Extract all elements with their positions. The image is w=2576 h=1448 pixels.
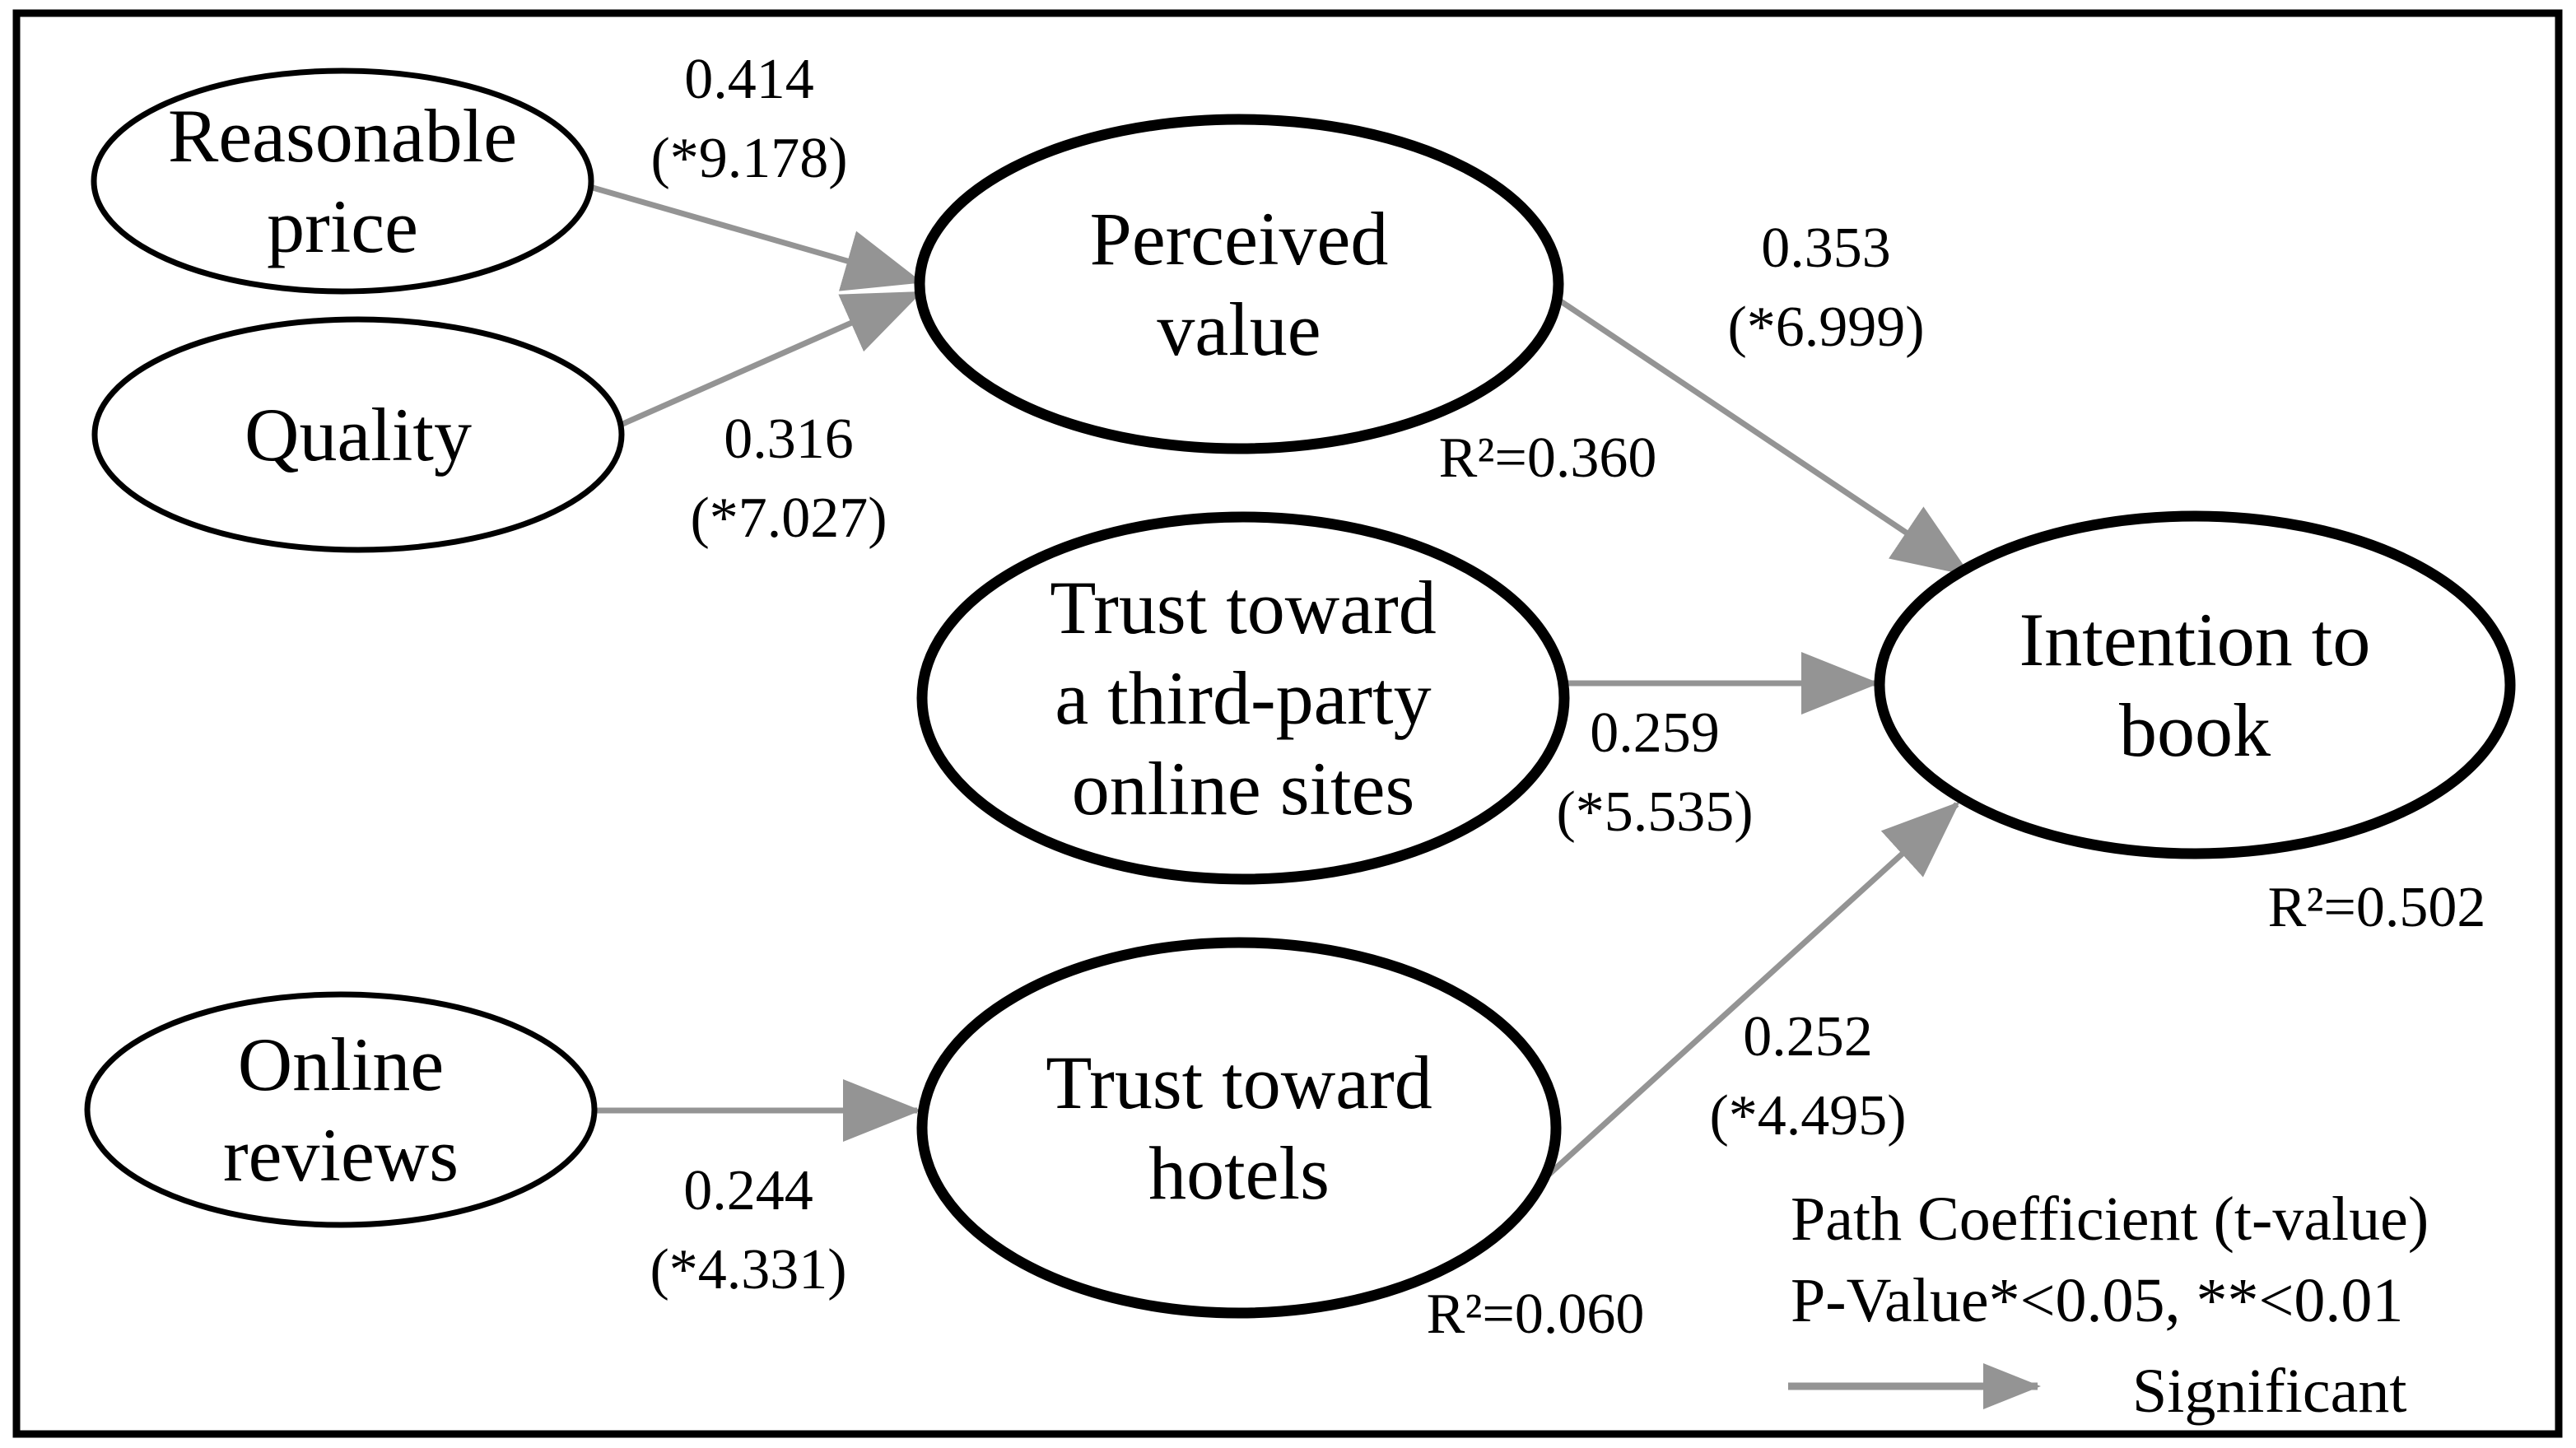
node-text-line: hotels [1148, 1131, 1330, 1215]
node-text-line: value [1157, 287, 1321, 371]
r2-label-perceived-value: R²=0.360 [1439, 426, 1657, 491]
path-t-value: (*5.535) [1556, 780, 1754, 844]
node-text-line: book [2119, 688, 2271, 772]
node-text-line: Perceived [1089, 197, 1389, 281]
node-label-trust-hotels: Trust toward hotels [1046, 1037, 1432, 1218]
trust-third-party-ellipse [916, 511, 1570, 885]
path-coefficient: 0.316 [724, 407, 854, 471]
node-text-line: online sites [1071, 747, 1415, 831]
arrow-trust-hotels-to-intention [1545, 801, 1960, 1178]
node-text-line: Trust toward [1050, 566, 1437, 650]
path-coefficient: 0.252 [1743, 1005, 1873, 1069]
node-label-trust-third-party: Trust toward a third-party online sites [1050, 562, 1436, 834]
path-label-online-reviews-to-trust-hotels: 0.244 (*4.331) [650, 1152, 846, 1310]
path-coefficient: 0.244 [683, 1159, 813, 1222]
node-label-online-reviews: Online reviews [223, 1019, 459, 1200]
path-label-perceived-value-to-intention: 0.353 (*6.999) [1727, 209, 1924, 367]
arrow-quality-to-perceived-value [612, 290, 923, 431]
path-coefficient: 0.353 [1761, 217, 1891, 280]
r2-value: R²=0.060 [1426, 1283, 1645, 1346]
reasonable-price-ellipse [91, 68, 594, 295]
node-label-reasonable-price: Reasonable price [168, 91, 517, 272]
path-t-value: (*9.178) [650, 127, 848, 190]
perceived-value-ellipse [914, 114, 1564, 454]
r2-value: R²=0.360 [1438, 426, 1657, 490]
r2-label-intention-to-book: R²=0.502 [2268, 876, 2486, 940]
node-text-line: reviews [222, 1113, 459, 1197]
node-text-line: Online [237, 1022, 445, 1106]
r2-label-trust-hotels: R²=0.060 [1427, 1283, 1645, 1347]
legend-p-value-note: P-Value*<0.05, **<0.01 [1791, 1266, 2404, 1335]
node-text-line: a third-party [1055, 656, 1432, 740]
legend-path-coefficient-note: Path Coefficient (t-value) [1791, 1185, 2429, 1254]
trust-hotels-ellipse [916, 937, 1562, 1319]
path-label-reasonable-price-to-perceived-value: 0.414 (*9.178) [650, 40, 847, 198]
arrow-perceived-value-to-intention [1540, 286, 1972, 576]
path-t-value: (*4.331) [650, 1238, 847, 1301]
node-label-quality: Quality [245, 389, 472, 480]
quality-ellipse [91, 316, 625, 553]
path-label-trust-hotels-to-intention: 0.252 (*4.495) [1709, 998, 1906, 1156]
node-text-line: Trust toward [1046, 1041, 1432, 1124]
node-label-intention-to-book: Intention to book [2019, 594, 2371, 775]
online-reviews-ellipse [84, 991, 598, 1228]
intention-to-book-ellipse [1874, 510, 2516, 859]
arrow-reasonable-price-to-perceived-value [592, 184, 923, 291]
path-label-quality-to-perceived-value: 0.316 (*7.027) [690, 400, 887, 558]
r2-value: R²=0.502 [2267, 876, 2486, 939]
legend-significant-label: Significant [2132, 1357, 2407, 1426]
figure-border [12, 9, 2563, 1438]
path-t-value: (*6.999) [1727, 296, 1925, 359]
node-text-line: Quality [245, 393, 472, 477]
node-text-line: price [267, 184, 418, 268]
path-label-third-party-to-intention: 0.259 (*5.535) [1556, 694, 1753, 852]
node-label-perceived-value: Perceived value [1090, 193, 1389, 375]
path-t-value: (*4.495) [1709, 1084, 1907, 1148]
path-coefficient: 0.259 [1590, 701, 1720, 765]
node-text-line: Intention to [2019, 598, 2371, 682]
node-text-line: Reasonable [167, 94, 518, 178]
path-coefficient: 0.414 [684, 48, 814, 111]
path-t-value: (*7.027) [690, 487, 887, 550]
